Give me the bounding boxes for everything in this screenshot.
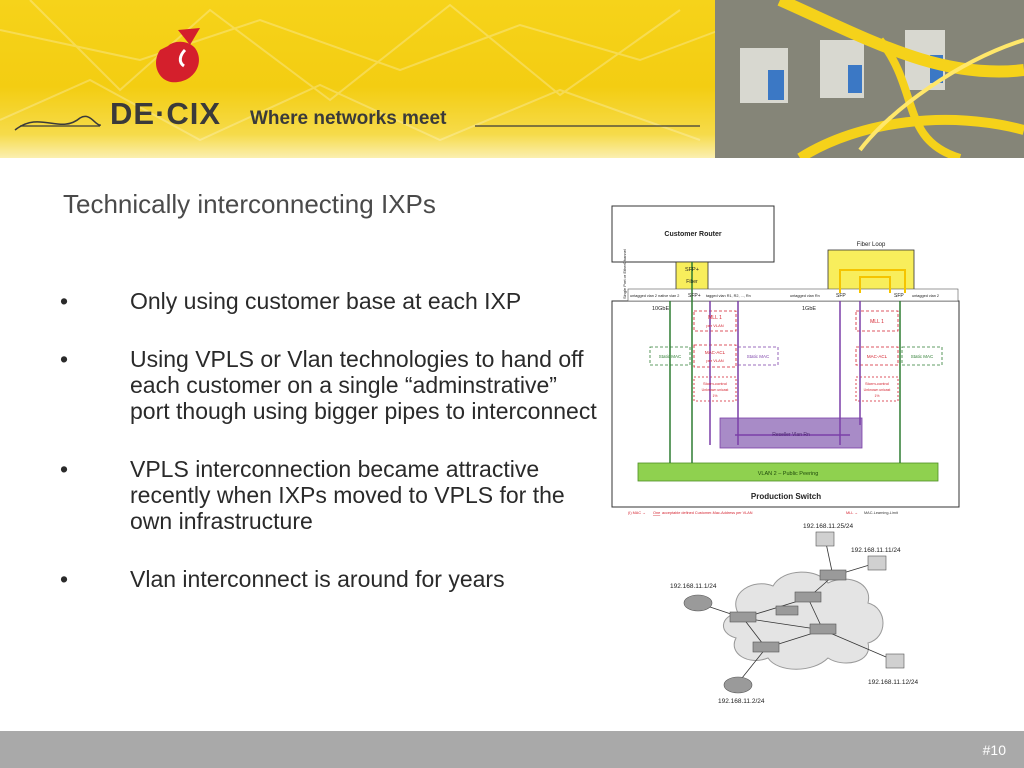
storm-control-right-box [855,376,899,402]
bullet-item: • Vlan interconnect is around for years [60,566,600,592]
computer-icon [815,531,835,547]
storm-right-line-1: Storm-control [865,381,889,386]
vlan-architecture-diagram: Customer Router Fiber Loop SFP+ Fiber Si… [611,205,960,515]
bullet-item: • Only using customer base at each IXP [60,288,600,314]
bullet-text: Vlan interconnect is around for years [130,566,505,592]
header-banner: DE·CIX Where networks meet [0,0,1024,158]
switch-icon [819,569,847,581]
tagged-vlans-label: tagged vlan R1, R2, ..., Rn [706,294,751,298]
mll-left-per-vlan: per VLAN [706,323,723,328]
note-left-one: One [653,511,660,515]
fiber-loop-label: Fiber Loop [857,242,886,248]
static-mac-label-1: Static MAC [659,354,682,359]
port-label-row [627,288,959,302]
switch-icon [775,605,799,616]
ip-label: 192.168.11.12/24 [868,679,919,686]
mac-acl-left-box [693,344,737,368]
note-right-prefix: MLL → [846,511,858,515]
customer-router-label: Customer Router [664,231,721,238]
speed-left-label: 10GbE [652,306,669,312]
switch-icon [794,591,822,603]
production-switch-label: Production Switch [751,492,821,501]
bullet-marker: • [60,456,69,482]
switch-icon [809,623,837,635]
ip-label: 192.168.11.2/24 [718,698,765,705]
storm-left-line-2: Unknown unicast [702,388,729,392]
storm-control-left-box [693,376,737,402]
vlan2-label: VLAN 2 – Public Peering [758,471,819,477]
switch-icon [752,641,780,653]
bullet-marker: • [60,346,69,372]
slide-title: Technically interconnecting IXPs [63,189,436,219]
storm-right-line-2: Unknown unicast [864,388,891,392]
brand-name: DE·CIX [110,96,222,131]
note-left-prefix: (I) MAC → [628,511,646,515]
static-mac-box-3 [901,346,943,366]
bullet-list: • Only using customer base at each IXP • U… [60,288,600,624]
untagged-native-label: untagged vlan 2 native vlan 2 [630,294,679,298]
computer-icon [867,555,887,571]
bullet-marker: • [60,566,69,592]
router-icon [723,676,753,694]
mll-left-box [693,310,737,332]
mac-acl-right-label: MAC-ACL [867,354,888,359]
bullet-text: Only using customer base at each IXP [130,288,522,314]
mll-right-label: MLL 1 [870,319,884,325]
static-mac-label-3: Static MAC [911,354,934,359]
vlan2-bar [637,462,939,482]
untagged-vlan-rn-label: untagged vlan Rn [790,294,820,298]
untagged-vlan2-label: untagged vlan 2 [912,294,939,298]
storm-left-line-3: 1% [712,394,717,398]
footer-bar: #10 [0,731,1024,768]
ip-label: 192.168.11.25/24 [803,523,854,530]
bullet-marker: • [60,288,69,314]
computer-icon [885,653,905,669]
reseller-vlan-box [719,417,863,449]
header-decoration [0,0,1024,158]
storm-left-line-1: Storm-control [703,381,727,386]
bullet-text: VPLS interconnection became attractive r… [130,456,565,534]
switch-icon [729,611,757,623]
storm-right-line-3: 1% [874,394,879,398]
ip-label: 192.168.11.11/24 [851,547,901,554]
bullet-text: Using VPLS or Vlan technologies to hand … [130,346,597,424]
mac-acl-per-vlan: per VLAN [706,358,723,363]
sfp-a-label: SFP [836,293,846,299]
decix-logo-icon [156,28,200,83]
note-left-rest: acceptable defined Customer-Mac-Address … [662,511,753,515]
note-right-rest: MAC-Learning-Limit [864,511,899,515]
reseller-vlan-label: Reseller Vlan Rn [772,432,810,438]
router-icon [683,594,713,612]
ip-label: 192.168.11.1/24 [670,583,717,590]
static-mac-label-2: Static MAC [747,354,770,359]
mac-acl-left-label: MAC-ACL [705,350,726,355]
fiber-label: Fiber [686,279,698,285]
mll-left-label: MLL 1 [708,315,722,321]
single-port-label: Single Port or EtherChannel [622,249,627,299]
sfp-plus-left-label: SFP+ [688,293,701,299]
speed-right-label: 1GbE [802,306,816,312]
bullet-item: • VPLS interconnection became attractive … [60,456,600,534]
sfp-b-label: SFP [894,293,904,299]
brand-tagline: Where networks meet [250,108,447,129]
sfp-plus-top-label: SFP+ [685,267,699,273]
network-topology-diagram: 192.168.11.25/24 192.168.11.11/24 192.16… [670,523,919,705]
bullet-item: • Using VPLS or Vlan technologies to hand… [60,346,600,424]
page-number: #10 [982,742,1006,758]
mac-acl-right-box [855,346,899,366]
mll-right-box [855,310,899,332]
